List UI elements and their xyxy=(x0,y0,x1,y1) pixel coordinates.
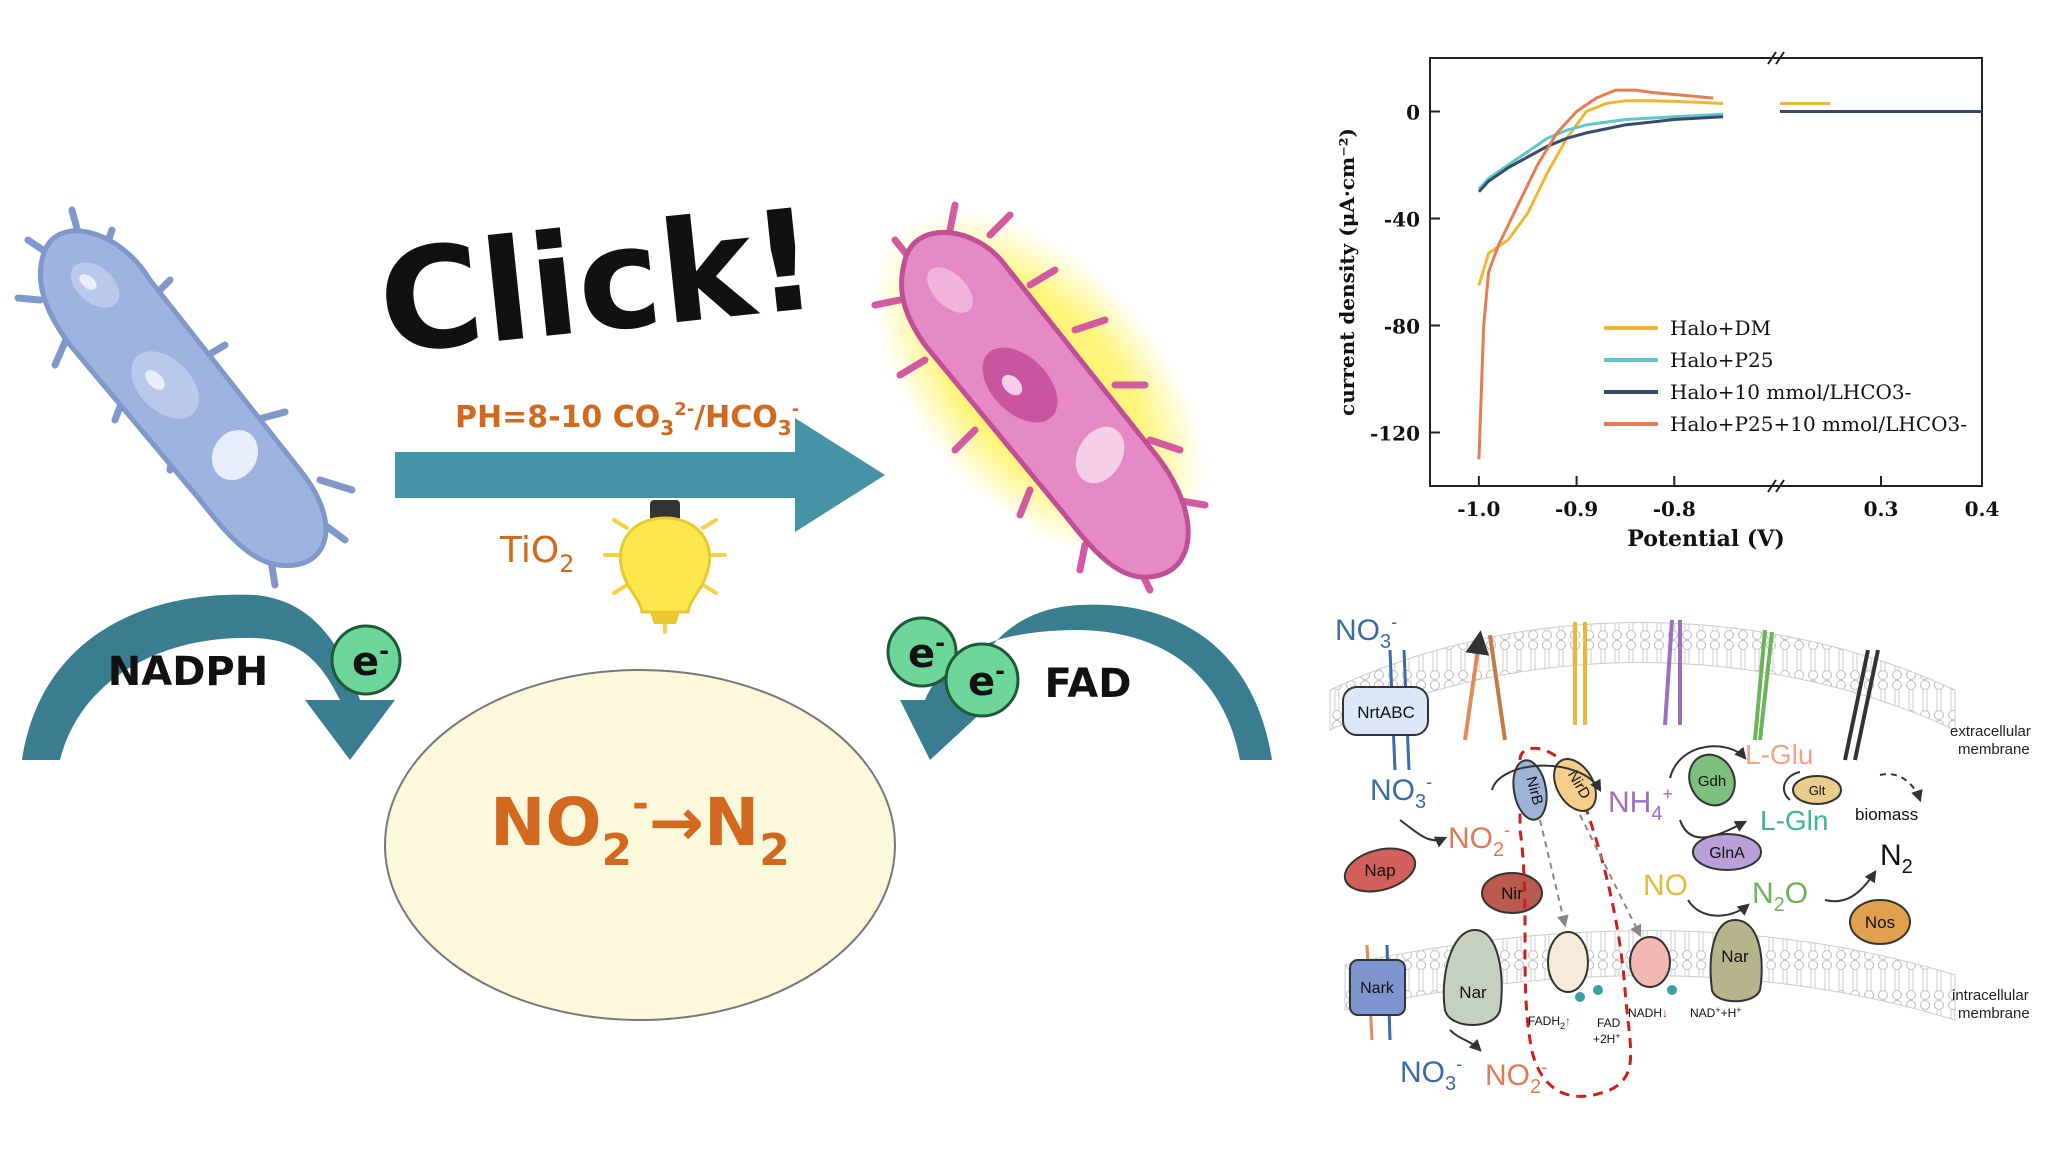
nos-enzyme xyxy=(1849,899,1911,945)
x-tick-label: 0.3 xyxy=(1864,497,1899,521)
click-title: Click! xyxy=(372,179,825,387)
nap-label: Nap xyxy=(1364,861,1395,880)
nirb-enzyme xyxy=(1512,759,1548,821)
y-tick-label: -120 xyxy=(1370,422,1420,446)
nitrate-bottom: NO3- xyxy=(1400,1054,1462,1095)
glna-enzyme xyxy=(1692,833,1762,871)
svg-text:Nar: Nar xyxy=(1721,947,1749,966)
blue-bacterium-icon xyxy=(14,206,356,589)
series-line-3 xyxy=(1477,115,1724,193)
left-scheme: Click! PH=8-10 CO32-/HCO3- TiO2 NADPH xyxy=(14,179,1272,1021)
nird-enzyme xyxy=(1553,758,1597,812)
chart-frame xyxy=(1429,57,1983,487)
nos-label: Nos xyxy=(1865,913,1895,932)
nadh-label: NADH↓ xyxy=(1628,1006,1668,1020)
glt-enzyme xyxy=(1792,775,1842,805)
fadh2-label: FADH2↑ xyxy=(1528,1014,1571,1031)
transport-arrows xyxy=(1463,619,1880,761)
condition-label: PH=8-10 CO32-/HCO3- xyxy=(455,399,799,440)
fad-curved-arrow xyxy=(900,604,1272,760)
nitric-oxide: NO xyxy=(1643,869,1688,902)
legend-label: Halo+10 mmol/LHCO3- xyxy=(1670,380,1911,404)
dinitrogen: N2 xyxy=(1880,839,1913,878)
pink-bacterium-icon xyxy=(871,201,1209,594)
series-line-2 xyxy=(1477,112,1724,191)
x-tick-label: -1.0 xyxy=(1457,497,1500,521)
svg-text:NrtABC: NrtABC xyxy=(1357,703,1415,722)
nitrate-top: NO3- xyxy=(1335,612,1397,653)
glna-label: GlnA xyxy=(1709,845,1745,862)
axis-break xyxy=(1767,51,1785,493)
electron-icon: e- xyxy=(944,642,1020,718)
electron-icon: e- xyxy=(886,616,958,688)
ammonium: NH4+ xyxy=(1608,784,1673,825)
legend-label: Halo+DM xyxy=(1670,316,1771,340)
nir-label: Nir xyxy=(1501,884,1523,903)
nir-enzyme xyxy=(1481,872,1543,914)
x-tick-label: -0.8 xyxy=(1653,497,1696,521)
chart-ylabel: current density (μA·cm⁻²) xyxy=(1335,128,1359,416)
nrtabc-transporter: NrtABC xyxy=(1342,649,1429,771)
nitrous-oxide: N2O xyxy=(1752,877,1808,916)
l-gln: L-Gln xyxy=(1760,805,1828,836)
intracellular-label: intracellular xyxy=(1952,987,2029,1004)
catalyst-label: TiO2 xyxy=(499,530,575,578)
nadh-protein xyxy=(1629,936,1671,988)
main-arrow xyxy=(395,418,885,532)
gdh-label: Gdh xyxy=(1698,773,1726,790)
nad-h-label: NAD++H+ xyxy=(1690,1005,1742,1020)
intracellular-label-2: membrane xyxy=(1958,1005,2030,1022)
chart-xlabel: Potential (V) xyxy=(1627,526,1784,552)
nadph-label: NADPH xyxy=(108,649,268,695)
gdh-enzyme xyxy=(1688,753,1736,807)
light-bulb-icon xyxy=(603,500,727,634)
series-line-1 xyxy=(1477,99,1724,286)
y-tick-label: -40 xyxy=(1384,208,1420,232)
svg-text:Nar: Nar xyxy=(1459,983,1487,1002)
x-tick-label: 0.4 xyxy=(1965,497,2000,521)
nitrite-mid: NO2- xyxy=(1448,820,1510,861)
nadph-curved-arrow xyxy=(22,594,395,760)
cv-chart: 0 -40 -80 -120 -1.0 -0.9 -0.8 0.3 0.4 Potential … xyxy=(1335,51,2000,552)
pathway-diagram: extracellular membrane intracellular mem… xyxy=(1329,612,2031,1098)
l-glu: L-Glu xyxy=(1745,739,1813,770)
nitrite-bottom: NO2- xyxy=(1485,1057,1547,1098)
legend-label: Halo+P25+10 mmol/LHCO3- xyxy=(1670,412,1967,436)
extracellular-label-2: membrane xyxy=(1958,741,2030,758)
glt-label: Glt xyxy=(1809,783,1826,798)
y-tick-label: 0 xyxy=(1406,101,1420,125)
nirb-label: NirB xyxy=(1522,775,1546,808)
biomass: biomass xyxy=(1855,805,1918,824)
fad-2h-label-2: +2H+ xyxy=(1593,1031,1621,1046)
nitrate-mid: NO3- xyxy=(1370,772,1432,813)
series-line-4 xyxy=(1477,88,1714,460)
extracellular-label: extracellular xyxy=(1950,723,2031,740)
electron-icon: e- xyxy=(330,624,402,696)
fad-protein xyxy=(1547,931,1589,993)
reaction-ellipse xyxy=(384,669,896,1021)
svg-text:Nark: Nark xyxy=(1360,980,1395,997)
y-tick-label: -80 xyxy=(1384,315,1420,339)
fad-label: FAD xyxy=(1045,661,1132,707)
fad-2h-label: FAD xyxy=(1597,1016,1621,1030)
nar-left-enzyme: Nar xyxy=(1442,928,1503,1026)
nark-transporter: Nark xyxy=(1349,944,1406,1041)
nap-enzyme xyxy=(1343,847,1417,893)
x-tick-label: -0.9 xyxy=(1555,497,1598,521)
legend-label: Halo+P25 xyxy=(1670,348,1773,372)
nar-right-enzyme: Nar xyxy=(1709,918,1763,1003)
